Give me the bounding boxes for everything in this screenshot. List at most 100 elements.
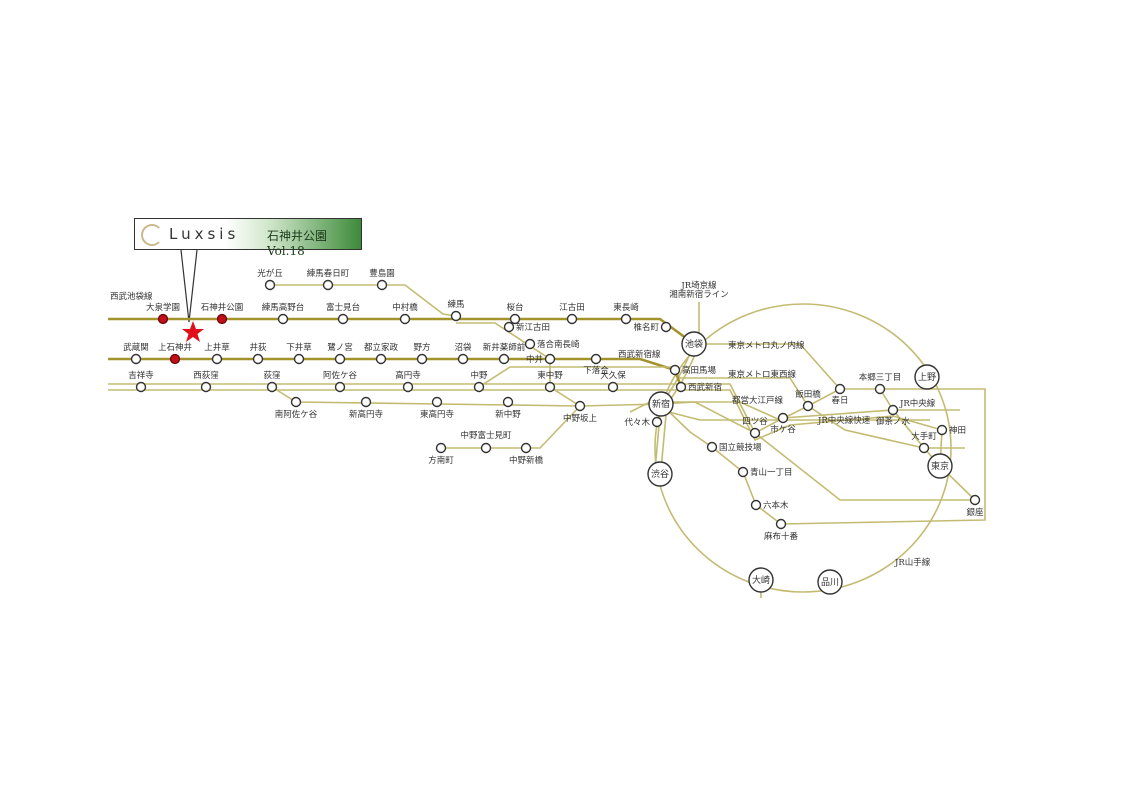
station-label-hongo: 本郷三丁目 <box>859 372 902 383</box>
station-marker-shinjuku <box>648 391 674 417</box>
station-label-kanda: 神田 <box>949 425 966 436</box>
station-marker-okubo <box>607 381 619 393</box>
station-label-sakuradai: 桜台 <box>506 302 523 313</box>
station-marker-iidabashi <box>802 400 814 412</box>
station-marker-saginomiya <box>334 353 346 365</box>
station-marker-kamishakujii <box>169 353 181 365</box>
station-label-asagaya: 阿佐ケ谷 <box>323 370 358 381</box>
toshimaen-branch <box>270 284 457 317</box>
station-label-tokyo: 東京 <box>931 460 949 472</box>
marunouchi-line <box>271 343 977 501</box>
station-label-kamiigusa: 上井草 <box>204 342 230 353</box>
station-marker-kichijoji <box>135 381 147 393</box>
station-label-roppongi: 六本木 <box>763 500 789 511</box>
station-marker-higashinagasaki <box>620 313 632 325</box>
station-label-kichijoji: 吉祥寺 <box>128 370 154 381</box>
station-label-kamishakujii: 上石神井 <box>158 342 192 353</box>
callout-pointer <box>180 249 198 323</box>
sobu-line <box>660 409 930 421</box>
station-label-saginomiya: 鷺ノ宮 <box>327 342 353 353</box>
station-marker-kanda <box>936 424 948 436</box>
station-marker-shiinamachi <box>660 321 672 333</box>
line-label-chuo: JR中央線 <box>899 398 936 409</box>
chuo-line <box>108 383 960 435</box>
station-label-shiinamachi: 椎名町 <box>633 322 659 333</box>
station-label-nerima: 練馬 <box>447 299 464 310</box>
station-marker-takanodai <box>277 313 289 325</box>
station-marker-yotsuya <box>749 427 761 439</box>
station-marker-sakuradai <box>509 313 521 325</box>
station-label-numabukuro: 沼袋 <box>454 342 472 353</box>
station-marker-nogata <box>416 353 428 365</box>
tozai-line <box>478 366 965 449</box>
station-marker-honancho <box>435 442 447 454</box>
station-marker-ueno <box>914 364 940 390</box>
station-marker-tokyo <box>927 453 953 479</box>
station-marker-kasuga <box>834 383 846 395</box>
station-marker-takadanobaba <box>669 364 681 376</box>
station-label-hikarigaoka: 光が丘 <box>257 268 283 279</box>
property-title-box: Luxsis 石神井公園 Vol.18 <box>134 218 362 258</box>
line-label-marunouchi: 東京メトロ丸ノ内線 <box>728 340 805 351</box>
station-label-ueno: 上野 <box>918 372 936 383</box>
station-label-oizumi: 大泉学園 <box>146 302 180 313</box>
station-label-nakanosakaue: 中野坂上 <box>563 413 598 424</box>
station-marker-shinekoda <box>503 321 515 333</box>
station-marker-ekoda <box>566 313 578 325</box>
station-marker-kamiigusa <box>211 353 223 365</box>
station-marker-ogikubo <box>266 381 278 393</box>
station-marker-nakanoshimbashi <box>520 442 532 454</box>
station-label-shibuya: 渋谷 <box>651 468 669 480</box>
station-label-ochiai: 落合南長崎 <box>537 339 580 350</box>
station-label-azabu: 麻布十番 <box>764 531 799 542</box>
station-marker-seibushinjuku <box>675 381 687 393</box>
station-marker-higashikoenji <box>431 396 443 408</box>
station-marker-nakai <box>544 353 556 365</box>
station-label-nogata: 野方 <box>413 342 430 353</box>
station-label-musashiseki: 武蔵関 <box>123 342 149 353</box>
property-name: 石神井公園 Vol.18 <box>267 229 328 258</box>
station-marker-shinnakano <box>502 396 514 408</box>
station-label-nakano: 中野 <box>470 370 488 381</box>
station-marker-yoyogi <box>651 416 663 428</box>
station-marker-asagaya <box>334 381 346 393</box>
station-label-nakamurabashi: 中村橋 <box>392 302 418 313</box>
station-marker-kasugacho <box>322 279 334 291</box>
station-label-ikebukuro: 池袋 <box>685 338 703 350</box>
station-label-ogikubo: 荻窪 <box>263 370 280 381</box>
station-label-takadanobaba: 高田馬場 <box>682 365 717 376</box>
station-marker-shimoigusa <box>293 353 305 365</box>
station-label-shimoigusa: 下井草 <box>286 342 312 353</box>
station-label-kokuritsu: 国立競技場 <box>719 442 762 453</box>
station-marker-roppongi <box>750 499 762 511</box>
station-marker-aoyama <box>737 466 749 478</box>
station-marker-nakano <box>473 381 485 393</box>
line-label-chuo-rapid: JR中央線快速 <box>817 415 871 426</box>
station-label-shinnakano: 新中野 <box>495 409 521 420</box>
station-label-honancho: 方南町 <box>428 455 454 466</box>
station-label-nakanoshimbashi: 中野新橋 <box>509 455 544 466</box>
line-label-yamanote: JR山手線 <box>894 557 931 568</box>
station-label-nakai: 中井 <box>526 354 543 365</box>
station-label-araiyakushi: 新井薬師前 <box>483 342 526 353</box>
station-label-ochanomizu: 御茶ノ水 <box>876 416 911 427</box>
station-marker-toritsukasei <box>375 353 387 365</box>
line-label-seibu-ikebukuro: 西武池袋線 <box>110 291 153 302</box>
station-marker-iogi <box>252 353 264 365</box>
station-label-kasugacho: 練馬春日町 <box>307 268 350 279</box>
station-label-ichigaya: 市ケ谷 <box>770 424 796 435</box>
station-label-shinkoenji: 新高円寺 <box>349 409 384 420</box>
station-marker-shakujii <box>216 313 228 325</box>
station-marker-minamiasagaya <box>290 396 302 408</box>
luxsis-logo-icon <box>141 224 163 246</box>
station-label-nakanofujimicho: 中野富士見町 <box>460 430 512 441</box>
station-label-shimoochiai: 下落合 <box>583 365 609 376</box>
station-label-yotsuya: 四ツ谷 <box>742 417 768 427</box>
station-marker-musashiseki <box>130 353 142 365</box>
station-label-fujimidai: 富士見台 <box>326 302 360 313</box>
station-label-koenji: 高円寺 <box>395 370 421 381</box>
station-label-shinagawa: 品川 <box>821 577 839 588</box>
line-label-shonan: 湘南新宿ライン <box>669 289 729 300</box>
station-marker-azabu <box>775 518 787 530</box>
station-label-shinjuku: 新宿 <box>652 398 670 410</box>
